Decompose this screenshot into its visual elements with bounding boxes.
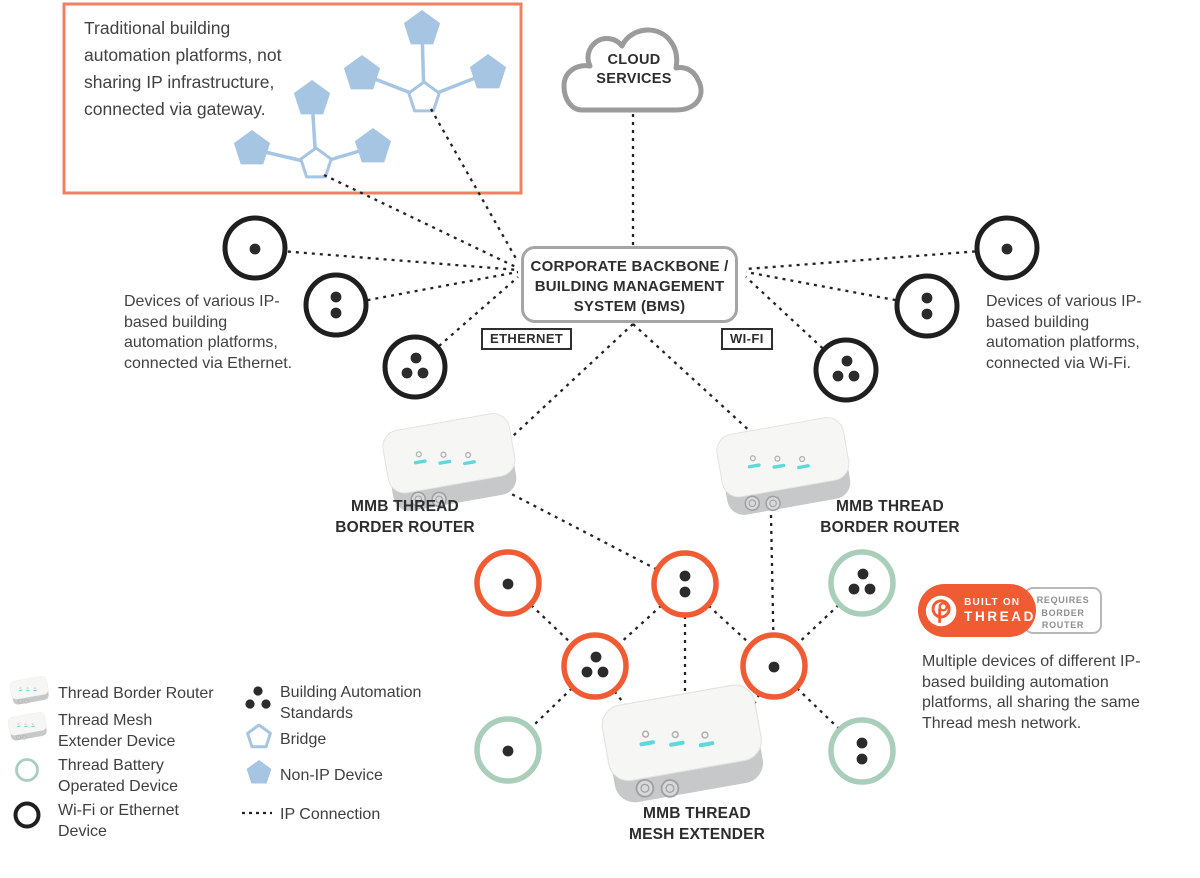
standard-dot — [679, 586, 691, 598]
standard-dot — [857, 568, 869, 580]
device-nodes — [222, 215, 1040, 785]
ip-connection-line — [769, 514, 776, 667]
gateway-note-box — [62, 2, 523, 195]
standard-dot — [410, 352, 422, 364]
orange-device-node — [561, 632, 629, 700]
legend-mesh-extender-icon — [7, 711, 49, 742]
black-device-node — [303, 272, 369, 338]
mesh-extender-device — [598, 681, 770, 808]
mesh-extender-label: MMB THREAD MESH EXTENDER — [628, 805, 766, 843]
built-on-thread-pill: BUILT ON THREAD — [918, 584, 1036, 637]
green-device-node — [828, 717, 896, 785]
black-device-node — [813, 337, 879, 403]
non-ip-device-icon — [469, 54, 507, 89]
non-ip-device-icon — [343, 55, 381, 90]
ip-connection-line — [497, 485, 686, 586]
orange-device-node — [474, 549, 542, 617]
legend-label-bridge: Bridge — [280, 731, 327, 748]
standard-dot — [848, 583, 860, 595]
ip-connections — [255, 108, 1008, 752]
legend-label-non-ip: Non-IP Device — [280, 767, 383, 784]
bms-box: CORPORATE BACKBONE / BUILDING MANAGEMENT… — [521, 246, 738, 323]
legend-bas-icon — [245, 686, 271, 709]
standard-dot — [330, 307, 342, 319]
mesh-network-note: Multiple devices of different IP-based b… — [922, 653, 1141, 732]
non-ip-device-icon — [403, 10, 441, 45]
standard-dot — [502, 578, 514, 590]
legend-battery-device-icon — [15, 758, 39, 782]
green-device-node — [474, 716, 542, 784]
standard-dot — [502, 745, 514, 757]
cloud-label: CLOUD SERVICES — [596, 52, 672, 87]
legend-non-ip-icon — [246, 760, 272, 784]
standard-dot — [1001, 243, 1013, 255]
standard-dot — [921, 292, 933, 304]
wifi-devices-note: Devices of various IP-based building aut… — [986, 293, 1142, 372]
legend-label-bas: Building Automation Standards — [280, 684, 422, 722]
black-device-node — [974, 215, 1040, 281]
legend-label-ip-connection: IP Connection — [280, 806, 381, 823]
black-device-node — [894, 273, 960, 339]
standard-dot — [330, 291, 342, 303]
legend-label-border-router: Thread Border Router — [58, 685, 214, 702]
ip-connection-line — [499, 323, 634, 449]
legend-border-router-icon — [9, 675, 51, 706]
bridge-icon — [407, 80, 441, 113]
legend-label-mesh-extender: Thread Mesh Extender Device — [58, 712, 176, 750]
wifi-tag: WI-FI — [721, 328, 773, 350]
green-device-node — [828, 549, 896, 617]
standard-dot — [597, 666, 609, 678]
thread-badge: REQUIRES BORDER ROUTER BUILT ON THREAD — [918, 584, 1110, 640]
legend-label-wifi-ethernet: Wi-Fi or Ethernet Device — [58, 802, 179, 840]
standard-dot — [921, 308, 933, 320]
legend-wifi-ethernet-icon — [13, 801, 41, 829]
ip-connection-line — [745, 247, 1008, 271]
ethernet-devices-note: Devices of various IP-based building aut… — [124, 293, 293, 372]
legend-bridge-icon — [246, 723, 272, 749]
standard-dot — [856, 753, 868, 765]
ip-connection-line — [745, 276, 847, 371]
bridge-icon — [299, 146, 333, 179]
ethernet-tag: ETHERNET — [481, 328, 573, 350]
ip-connection-line — [632, 323, 766, 446]
legend-icons — [7, 675, 272, 829]
ip-connection-line — [335, 270, 519, 308]
standard-dot — [417, 367, 429, 379]
standard-dot — [832, 370, 844, 382]
orange-device-node — [651, 550, 719, 618]
standard-dot — [590, 651, 602, 663]
standard-dot — [679, 570, 691, 582]
standard-dot — [401, 367, 413, 379]
non-ip-device-icon — [293, 80, 331, 115]
black-device-node — [382, 334, 448, 400]
ip-connection-line — [745, 270, 928, 308]
standard-dot — [581, 666, 593, 678]
non-ip-gateway-trees — [233, 10, 507, 179]
legend-label-battery-device: Thread Battery Operated Device — [58, 757, 179, 795]
cloud-icon — [561, 27, 704, 113]
non-ip-device-icon — [354, 128, 392, 163]
orange-device-node — [740, 632, 808, 700]
standard-dot — [768, 661, 780, 673]
black-device-node — [222, 215, 288, 281]
built-on-thread-label: BUILT ON THREAD — [964, 596, 1036, 624]
gateway-note-text: Traditional building automation platform… — [84, 18, 282, 119]
requires-border-router-label: REQUIRES BORDER ROUTER — [1024, 587, 1102, 634]
standard-dot — [864, 583, 876, 595]
standard-dot — [841, 355, 853, 367]
standard-dot — [848, 370, 860, 382]
standard-dot — [249, 243, 261, 255]
border-router-right-label: MMB THREAD BORDER ROUTER — [820, 498, 960, 536]
thread-logo-icon — [925, 595, 957, 626]
ip-connection-line — [255, 247, 519, 272]
ip-connection-line — [430, 108, 519, 263]
border-router-left-label: MMB THREAD BORDER ROUTER — [335, 498, 475, 536]
non-ip-device-icon — [233, 130, 271, 165]
standard-dot — [856, 737, 868, 749]
ip-connection-line — [414, 276, 519, 368]
